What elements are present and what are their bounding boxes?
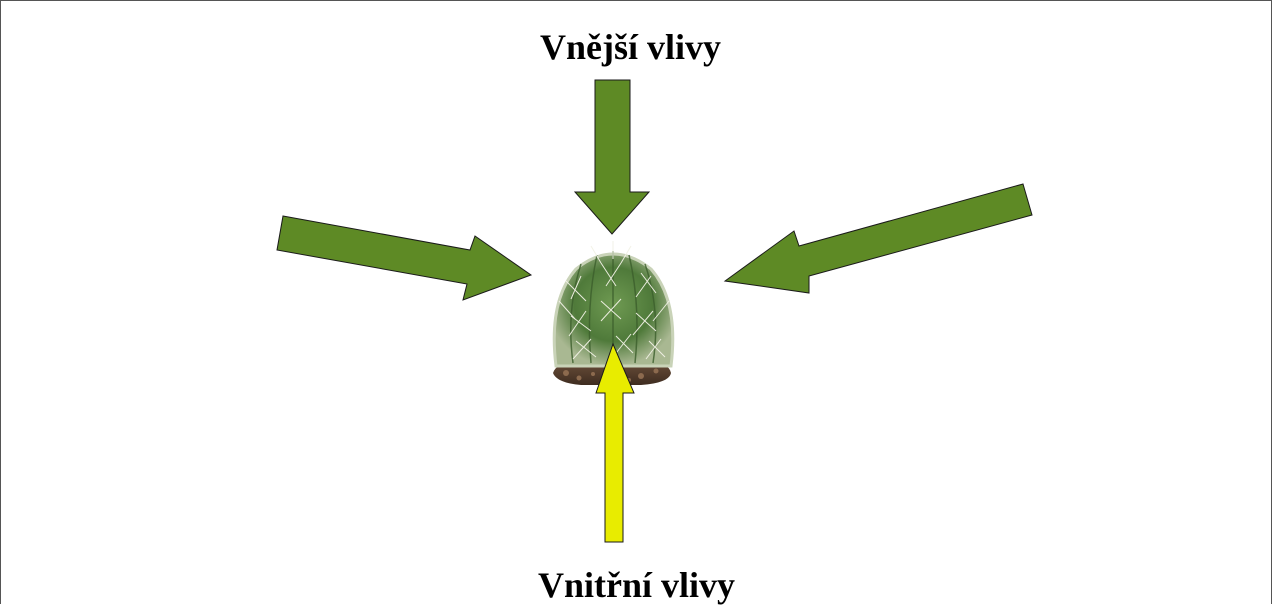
arrow-right — [725, 184, 1032, 293]
arrow-left — [277, 216, 531, 300]
internal-influences-label: Vnitřní vlivy — [538, 567, 735, 603]
external-influences-label: Vnější vlivy — [540, 29, 721, 65]
arrow-top — [575, 80, 649, 234]
